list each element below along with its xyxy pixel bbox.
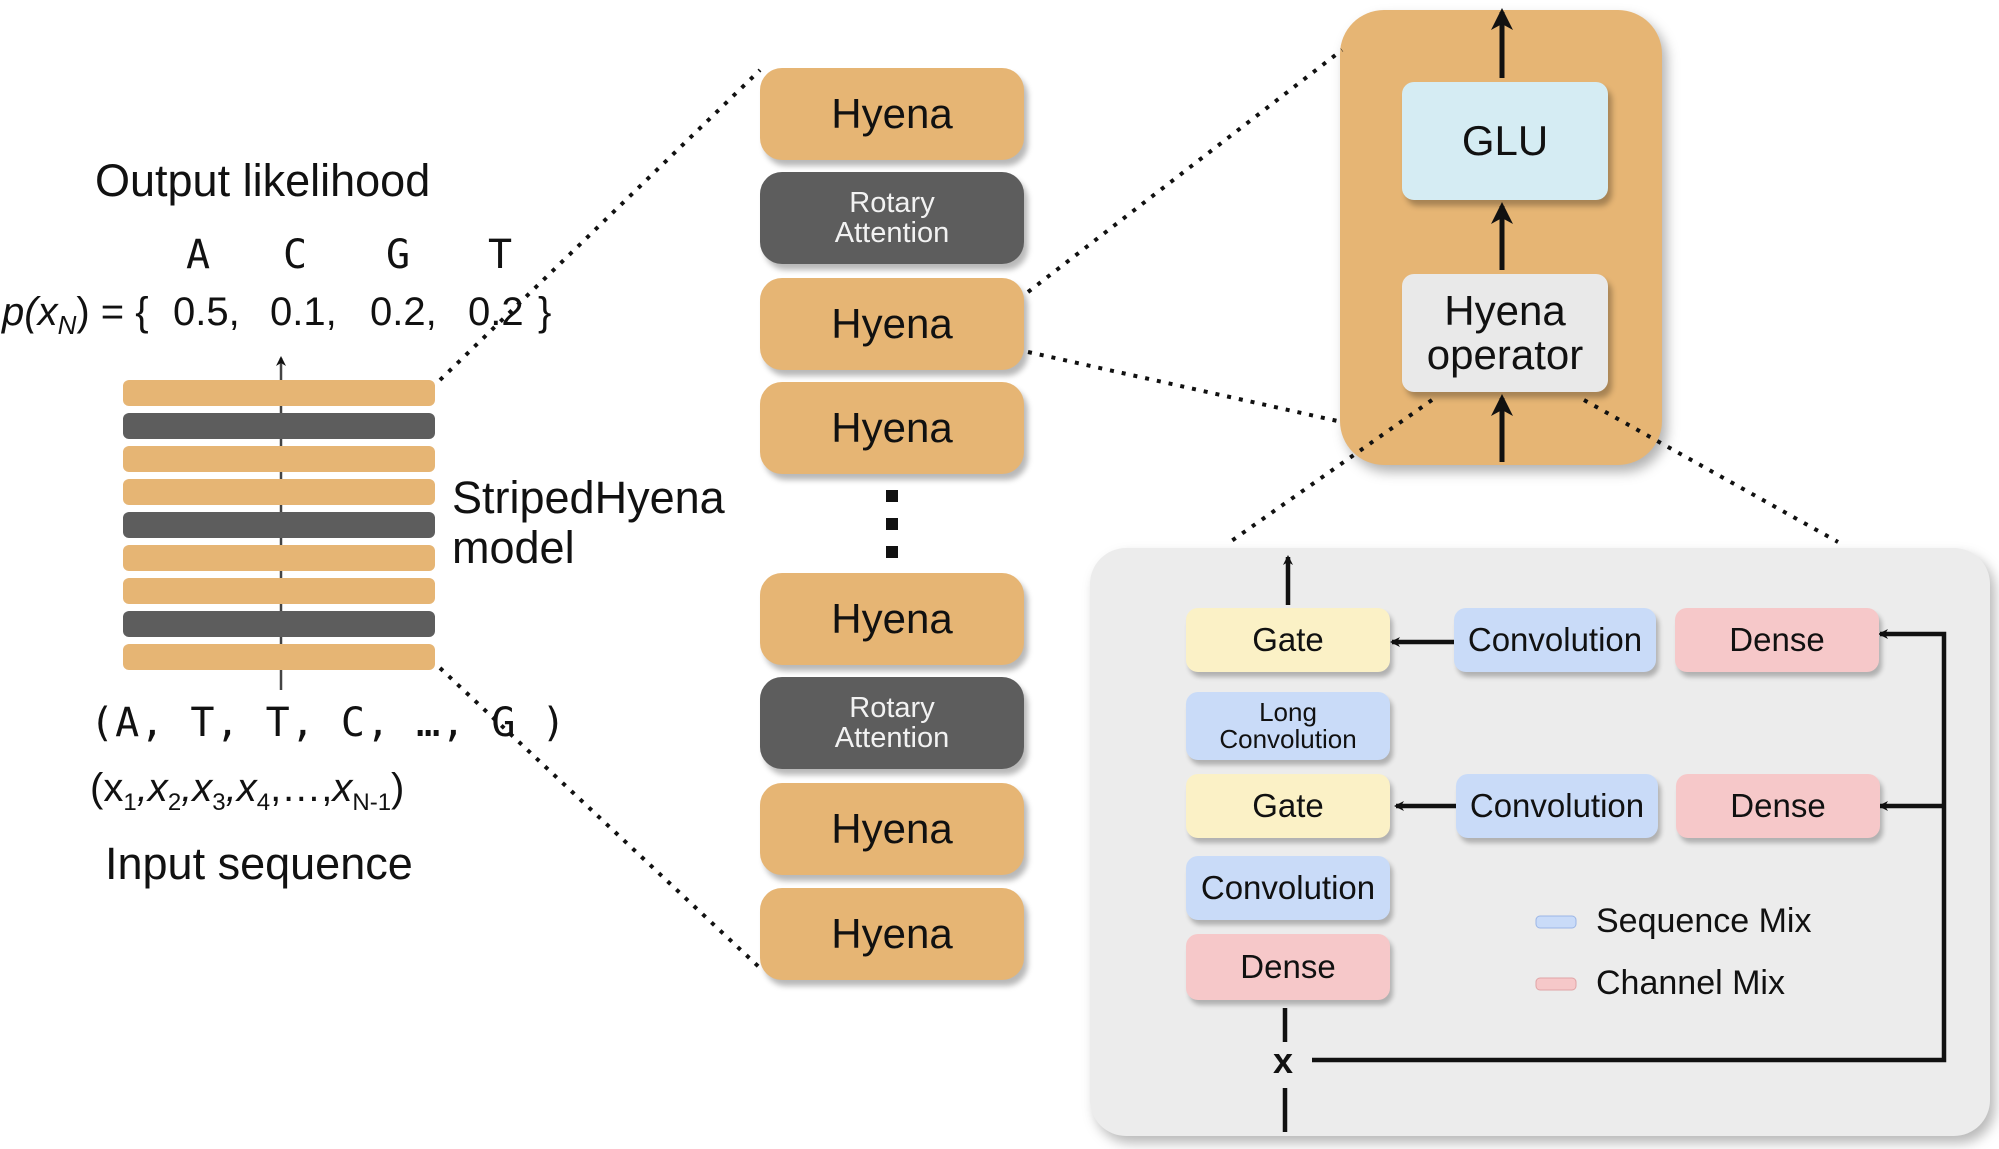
convolution-mid-box: Convolution (1456, 774, 1658, 838)
gate-mid-box: Gate (1186, 774, 1390, 838)
legend-swatch-channel (1535, 977, 1577, 991)
glu-box: GLU (1402, 82, 1608, 200)
stripe-hyena (123, 578, 435, 604)
input-var-subn: N-1 (352, 789, 392, 816)
prob-lhs-sub: N (57, 310, 77, 340)
probability-expression: p(xN) = { (2, 290, 149, 341)
stripe-hyena (123, 380, 435, 406)
long-conv-line1: Long (1259, 696, 1317, 727)
input-var-sub1: 1 (123, 789, 137, 816)
dense-top-box: Dense (1675, 608, 1879, 672)
token-letter-c: C (283, 232, 308, 278)
stripe-attention (123, 611, 435, 637)
input-variables: (x1,x2,x3,x4,…,xN-1) (90, 766, 405, 816)
prob-lhs: p(x (2, 290, 58, 334)
stack-layer-hyena: Hyena (760, 382, 1024, 474)
stripe-attention (123, 413, 435, 439)
zoom-lines (438, 48, 1839, 970)
stack-layer-hyena: Hyena (760, 573, 1024, 665)
output-title: Output likelihood (95, 155, 431, 206)
stack-layer-hyena: Hyena (760, 278, 1024, 370)
stack-layer-hyena: Hyena (760, 68, 1024, 160)
model-label: StripedHyena model (452, 473, 725, 573)
input-tokens: (A, T, T, C, …, G ) (90, 700, 567, 746)
token-letter-a: A (186, 232, 211, 278)
input-var-x1: (x (90, 766, 124, 810)
model-stripes (123, 380, 435, 677)
stack-layer-attention: Rotary Attention (760, 677, 1024, 769)
prob-eq: ) = { (76, 290, 149, 334)
legend-channel-mix: Channel Mix (1596, 964, 1785, 1002)
prob-close: } (538, 290, 552, 334)
prob-value-c: 0.1, (270, 290, 337, 334)
convolution-bottom-box: Convolution (1186, 856, 1390, 920)
stack-layer-hyena: Hyena (760, 888, 1024, 980)
operator-line1: Hyena (1444, 286, 1566, 334)
ellipsis-dot-2 (886, 518, 898, 530)
legend-sequence-mix: Sequence Mix (1596, 902, 1812, 940)
stack-layer-attention: Rotary Attention (760, 172, 1024, 264)
dense-bottom-box: Dense (1186, 934, 1390, 1000)
token-letter-t: T (488, 232, 513, 278)
input-var-sub2: 2 (167, 789, 182, 816)
hyena-operator-box: Hyena operator (1402, 274, 1608, 392)
stripe-hyena (123, 545, 435, 571)
prob-value-t: 0.2 (468, 290, 524, 334)
input-var-sub4: 4 (256, 789, 271, 816)
stripe-hyena (123, 644, 435, 670)
gate-top-box: Gate (1186, 608, 1390, 672)
long-convolution-box: Long Convolution (1186, 692, 1390, 760)
prob-value-g: 0.2, (370, 290, 437, 334)
operator-arrows (1282, 555, 1947, 1132)
ellipsis-dot-1 (886, 490, 898, 502)
model-label-line1: StripedHyena (452, 472, 725, 523)
convolution-top-box: Convolution (1454, 608, 1656, 672)
stripe-hyena (123, 446, 435, 472)
input-x-label: x (1273, 1040, 1294, 1081)
dense-mid-box: Dense (1676, 774, 1880, 838)
model-label-line2: model (452, 522, 575, 573)
input-title: Input sequence (105, 838, 413, 889)
legend-swatch-sequence (1535, 915, 1577, 929)
stripe-hyena (123, 479, 435, 505)
ellipsis-dot-3 (886, 546, 898, 558)
stack-layer-hyena: Hyena (760, 783, 1024, 875)
long-conv-line2: Convolution (1219, 724, 1357, 754)
token-letter-g: G (386, 232, 411, 278)
input-var-sub3: 3 (212, 789, 226, 816)
prob-value-a: 0.5, (173, 290, 240, 334)
stripe-attention (123, 512, 435, 538)
operator-line2: operator (1426, 331, 1584, 378)
